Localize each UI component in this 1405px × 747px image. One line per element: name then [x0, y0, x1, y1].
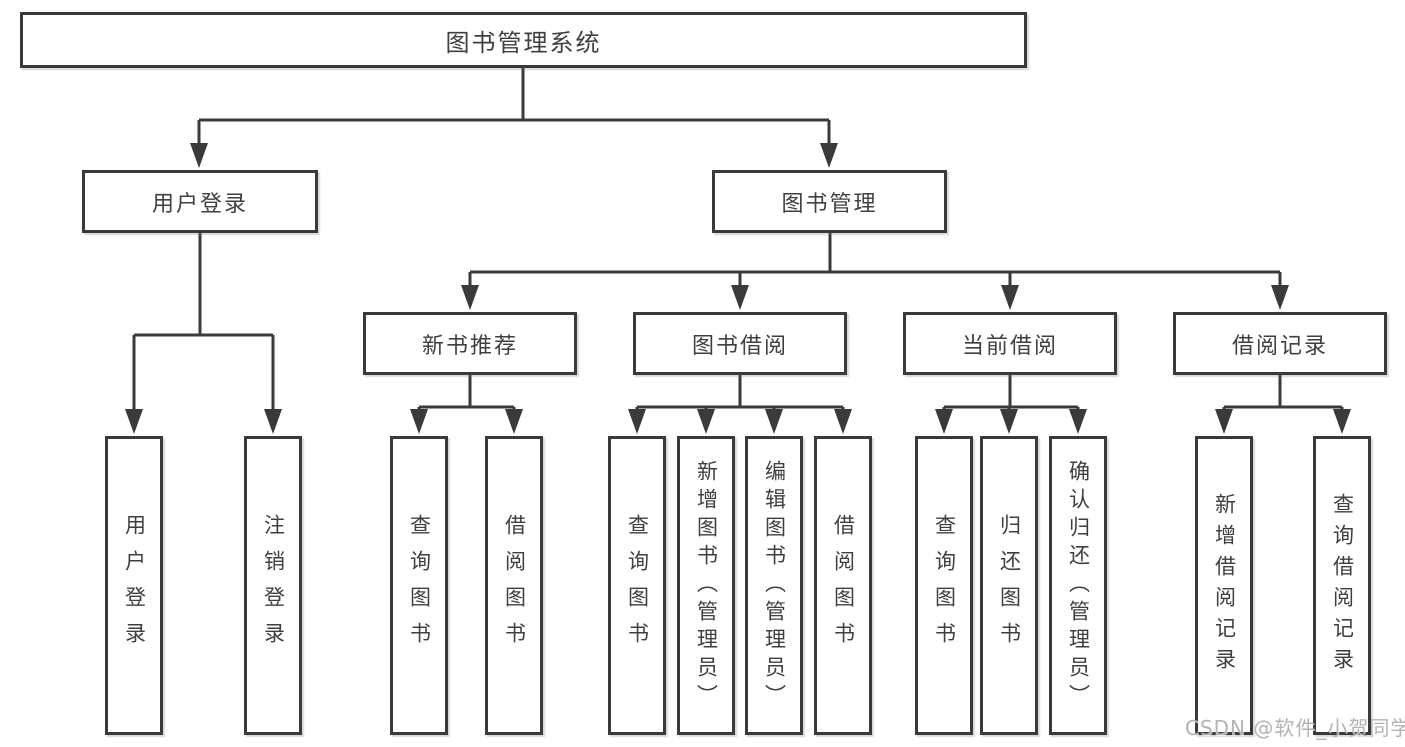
leaf-confirm-return-admin: 确认归还（管理员）	[1049, 436, 1107, 735]
connector-book-management	[468, 233, 1282, 286]
arrowheads-user-login	[125, 409, 282, 434]
leaf-label: 查询图书	[625, 513, 650, 658]
leaf-borrow-books-recommend: 借阅图书	[485, 436, 543, 735]
node-label: 图书借阅	[691, 333, 788, 359]
leaf-label: 新增借阅记录	[1212, 492, 1237, 679]
leaf-label: 用户登录	[122, 513, 147, 658]
leaf-label: 查询图书	[932, 513, 957, 658]
leaf-label: 注销登录	[261, 513, 286, 658]
leaf-label: 归还图书	[997, 513, 1022, 658]
leaf-label: 借阅图书	[831, 513, 856, 658]
leaf-label: 确认归还（管理员）	[1066, 459, 1091, 712]
node-borrow-records: 借阅记录	[1173, 312, 1387, 375]
node-label: 新书推荐	[421, 333, 518, 359]
connector-borrow-records	[1222, 375, 1344, 412]
node-label: 当前借阅	[961, 333, 1058, 359]
leaf-edit-books-admin: 编辑图书（管理员）	[745, 436, 803, 735]
node-label: 用户登录	[151, 191, 248, 217]
node-user-login: 用户登录	[82, 170, 318, 233]
node-label: 图书管理	[781, 191, 878, 217]
node-book-management: 图书管理	[712, 170, 947, 233]
leaf-query-books-borrow: 查询图书	[608, 436, 666, 735]
leaf-query-borrow-record: 查询借阅记录	[1313, 436, 1371, 735]
leaf-query-books-current: 查询图书	[915, 436, 973, 735]
leaf-query-books-recommend: 查询图书	[390, 436, 448, 735]
connector-current-borrow	[942, 375, 1080, 412]
leaf-user-login: 用户登录	[105, 436, 163, 735]
leaf-borrow-books: 借阅图书	[814, 436, 872, 735]
node-new-book-recommend: 新书推荐	[363, 312, 577, 375]
connector-user-login	[132, 233, 275, 412]
leaf-label: 查询图书	[407, 513, 432, 658]
arrowheads-book-management	[461, 285, 1289, 310]
connector-book-borrow	[635, 375, 845, 412]
leaf-add-books-admin: 新增图书（管理员）	[677, 436, 735, 735]
connector-new-book-recommend	[417, 375, 516, 412]
leaf-return-books: 归还图书	[980, 436, 1038, 735]
leaf-add-borrow-record: 新增借阅记录	[1195, 436, 1253, 735]
arrowheads-root	[190, 143, 838, 168]
arrowheads-new-book-recommend	[410, 409, 523, 434]
leaf-label: 查询借阅记录	[1330, 492, 1355, 679]
connector-root	[197, 68, 831, 146]
leaf-label: 新增图书（管理员）	[694, 459, 719, 712]
node-root: 图书管理系统	[20, 12, 1027, 68]
arrowheads-book-borrow	[628, 409, 852, 434]
node-label: 图书管理系统	[445, 28, 602, 57]
watermark: CSDN @软件_小贺同学	[1185, 716, 1405, 740]
arrowheads-current-borrow	[935, 409, 1087, 434]
node-label: 借阅记录	[1231, 333, 1328, 359]
node-current-borrow: 当前借阅	[903, 312, 1117, 375]
leaf-label: 借阅图书	[502, 513, 527, 658]
arrowheads-borrow-records	[1215, 409, 1351, 434]
node-book-borrow: 图书借阅	[633, 312, 847, 375]
leaf-logout: 注销登录	[244, 436, 302, 735]
leaf-label: 编辑图书（管理员）	[762, 459, 787, 712]
